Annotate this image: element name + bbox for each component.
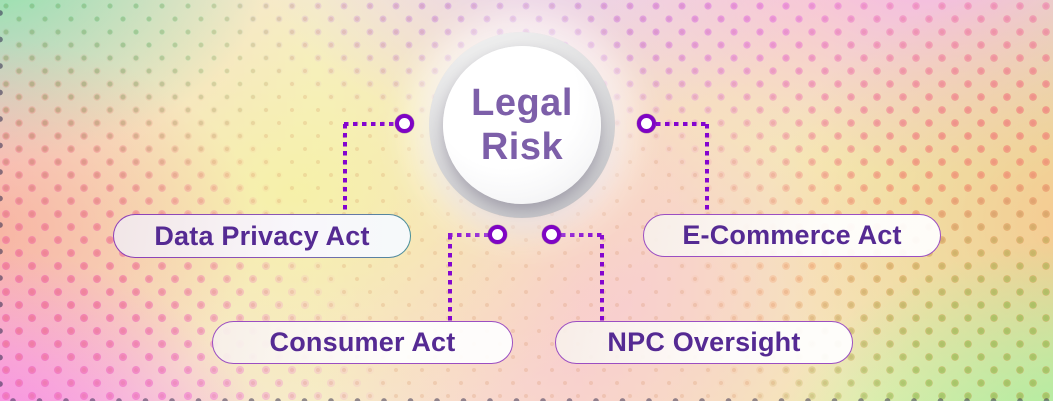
- connector-circle-icon-bottom-right: [542, 225, 561, 244]
- connector-circle-icon-top-right: [637, 114, 656, 133]
- connector-bottom-right-vertical: [600, 235, 604, 322]
- connector-top-left-horizontal: [344, 122, 397, 126]
- connector-top-left-vertical: [343, 124, 347, 214]
- pill-data-privacy-act: Data Privacy Act: [113, 214, 411, 258]
- pill-e-commerce-act: E-Commerce Act: [643, 214, 941, 257]
- center-title-line2: Risk: [480, 126, 564, 168]
- connector-bottom-right-horizontal: [561, 233, 603, 237]
- pill-e-commerce-act-label: E-Commerce Act: [682, 220, 902, 250]
- connector-top-right-horizontal: [656, 122, 709, 126]
- connector-bottom-left-vertical: [448, 235, 452, 322]
- pill-consumer-act: Consumer Act: [212, 321, 513, 364]
- pill-data-privacy-act-label: Data Privacy Act: [154, 220, 370, 251]
- connector-top-right-vertical: [705, 124, 709, 214]
- pill-consumer-act-label: Consumer Act: [269, 327, 456, 357]
- center-title-line1: Legal: [471, 81, 573, 124]
- pill-npc-oversight-label: NPC Oversight: [607, 327, 801, 357]
- edge-dots-bottom: [0, 397, 1053, 401]
- connector-bottom-left-horizontal: [448, 233, 489, 237]
- edge-dots-left: [0, 0, 4, 401]
- pill-npc-oversight: NPC Oversight: [555, 321, 853, 364]
- connector-circle-icon-top-left: [395, 114, 414, 133]
- connector-circle-icon-bottom-left: [488, 225, 507, 244]
- center-badge: Legal Risk: [429, 32, 615, 218]
- center-badge-face: Legal Risk: [443, 46, 601, 204]
